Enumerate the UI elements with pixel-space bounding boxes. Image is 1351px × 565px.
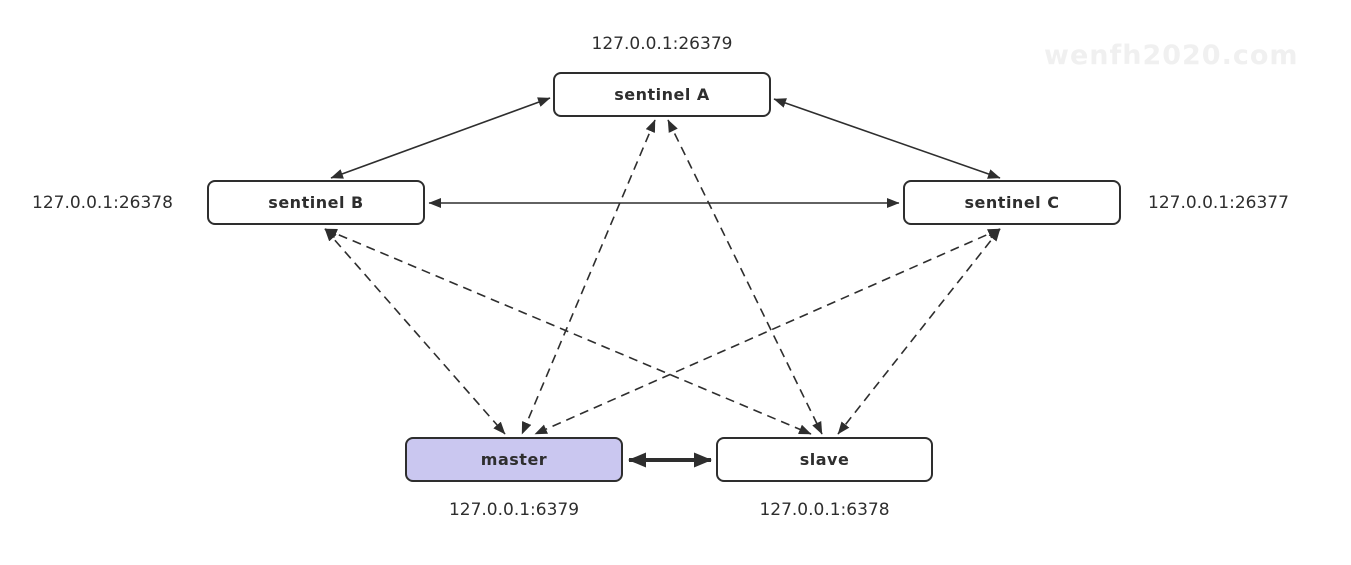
edge-sentinelC-slave (837, 228, 1001, 435)
edge-sentinelB-slave (324, 228, 812, 435)
slave-address: 127.0.0.1:6378 (759, 500, 890, 520)
node-slave: slave (716, 437, 933, 482)
node-sentinel-a: sentinel A (553, 72, 771, 117)
sentinel-c-label: sentinel C (964, 193, 1060, 212)
sentinel-c-address: 127.0.0.1:26377 (1148, 193, 1289, 213)
edge-sentinelC-master (534, 228, 1001, 435)
watermark: wenfh2020.com (1044, 40, 1299, 71)
sentinel-a-label: sentinel A (614, 85, 710, 104)
edge-sentinelB-sentinelA (330, 97, 551, 179)
edge-sentinelB-master (324, 228, 506, 435)
edge-sentinelA-master (521, 119, 656, 435)
edge-sentinelA-slave (667, 119, 823, 435)
node-sentinel-b: sentinel B (207, 180, 425, 225)
master-label: master (480, 450, 548, 469)
edge-sentinelA-sentinelC (773, 98, 1001, 179)
sentinel-b-address: 127.0.0.1:26378 (32, 193, 173, 213)
sentinel-b-label: sentinel B (268, 193, 364, 212)
master-address: 127.0.0.1:6379 (448, 500, 580, 520)
node-sentinel-c: sentinel C (903, 180, 1121, 225)
slave-label: slave (799, 450, 850, 469)
node-master: master (405, 437, 623, 482)
sentinel-a-address: 127.0.0.1:26379 (591, 34, 733, 54)
